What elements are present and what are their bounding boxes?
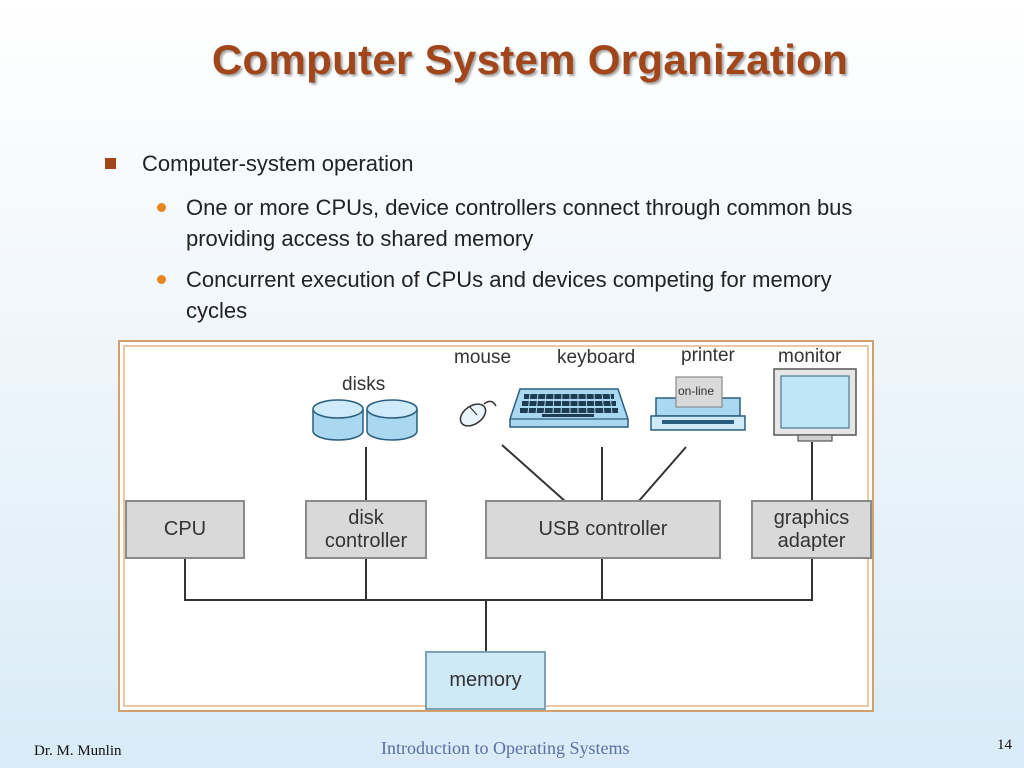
footer-course: Introduction to Operating Systems (381, 738, 630, 758)
printer-label: printer (681, 345, 735, 366)
page-number: 14 (997, 737, 1012, 753)
mouse-icon (459, 400, 497, 427)
disk-controller-box: disk controller (305, 500, 427, 559)
keyboard-icon (509, 388, 629, 428)
round-bullet-icon (157, 275, 166, 284)
memory-box: memory (425, 651, 546, 710)
system-diagram: disks mouse keyboard printer monitor (118, 340, 874, 712)
round-bullet-icon (157, 203, 166, 212)
disks-label: disks (342, 374, 386, 395)
sub-bullet-1-text: One or more CPUs, device controllers con… (186, 195, 853, 251)
graphics-adapter-box: graphics adapter (751, 500, 872, 559)
keyboard-label: keyboard (557, 347, 636, 368)
sub-bullet-2-text: Concurrent execution of CPUs and devices… (186, 267, 832, 323)
printer-icon (650, 376, 746, 431)
square-bullet-icon (105, 158, 116, 169)
disks-icon (312, 399, 418, 441)
printer-panel-label: on-line (678, 384, 715, 398)
cpu-box: CPU (125, 500, 245, 559)
monitor-icon (773, 368, 857, 442)
slide-title: Computer System Organization (211, 36, 849, 83)
main-bullet-text: Computer-system operation (142, 151, 414, 176)
usb-controller-box: USB controller (485, 500, 721, 559)
footer-author: Dr. M. Munlin (34, 743, 122, 759)
mouse-label: mouse (454, 347, 512, 368)
monitor-label: monitor (778, 346, 842, 367)
bus-lines (184, 442, 813, 653)
